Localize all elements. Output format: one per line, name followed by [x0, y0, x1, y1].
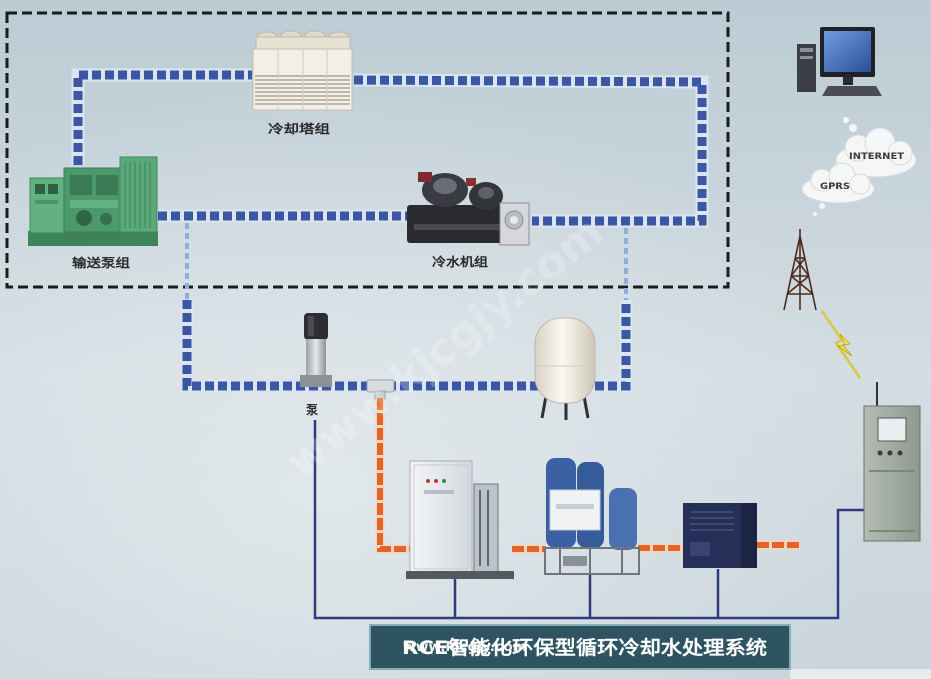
cooling-tower-icon: [252, 30, 353, 111]
control-wiring: [313, 420, 866, 620]
dryer-icon: [683, 503, 757, 568]
pump-label: 泵: [306, 403, 318, 417]
cooling-tower-label: 冷却塔组: [268, 121, 330, 136]
pipe-lower-loop: [180, 300, 633, 393]
gprs-cloud-icon: [801, 162, 875, 204]
signal-bolt-icon: [820, 310, 862, 379]
computer-icon: [797, 27, 882, 96]
cell-tower-icon: [783, 229, 817, 311]
transfer-pump-group-label: 输送泵组: [72, 255, 130, 270]
control-cabinet-icon: [863, 382, 921, 542]
treatment-cabinet-icon: [406, 460, 514, 579]
network-link-dots: [813, 117, 857, 216]
gprs-label: GPRS: [820, 182, 850, 192]
system-title: RCE智能化环保型循环冷却水处理系统: [402, 636, 767, 659]
treatment-pipes: [375, 398, 800, 554]
paper-edge: [790, 669, 931, 679]
pump-icon: [300, 313, 332, 387]
cooling-loop-boundary: [5, 11, 730, 289]
cooling-loop-pipes: [71, 68, 709, 393]
generator-icon: [28, 156, 158, 246]
filter-tanks-icon: [544, 458, 640, 575]
internet-cloud-icon: [835, 127, 917, 178]
chiller-label: 冷水机组: [432, 254, 488, 269]
internet-label: INTERNET: [849, 152, 905, 162]
pipe-top-right: [353, 73, 709, 228]
title-watermark: www.kjcgjy.com: [403, 640, 527, 655]
expansion-tank-icon: [534, 317, 596, 420]
chiller-icon: [407, 172, 530, 246]
tee-junction: [366, 379, 395, 400]
pipe-top-left: [71, 68, 252, 165]
title-bar: RCE智能化环保型循环冷却水处理系统 www.kjcgjy.com: [369, 624, 791, 670]
